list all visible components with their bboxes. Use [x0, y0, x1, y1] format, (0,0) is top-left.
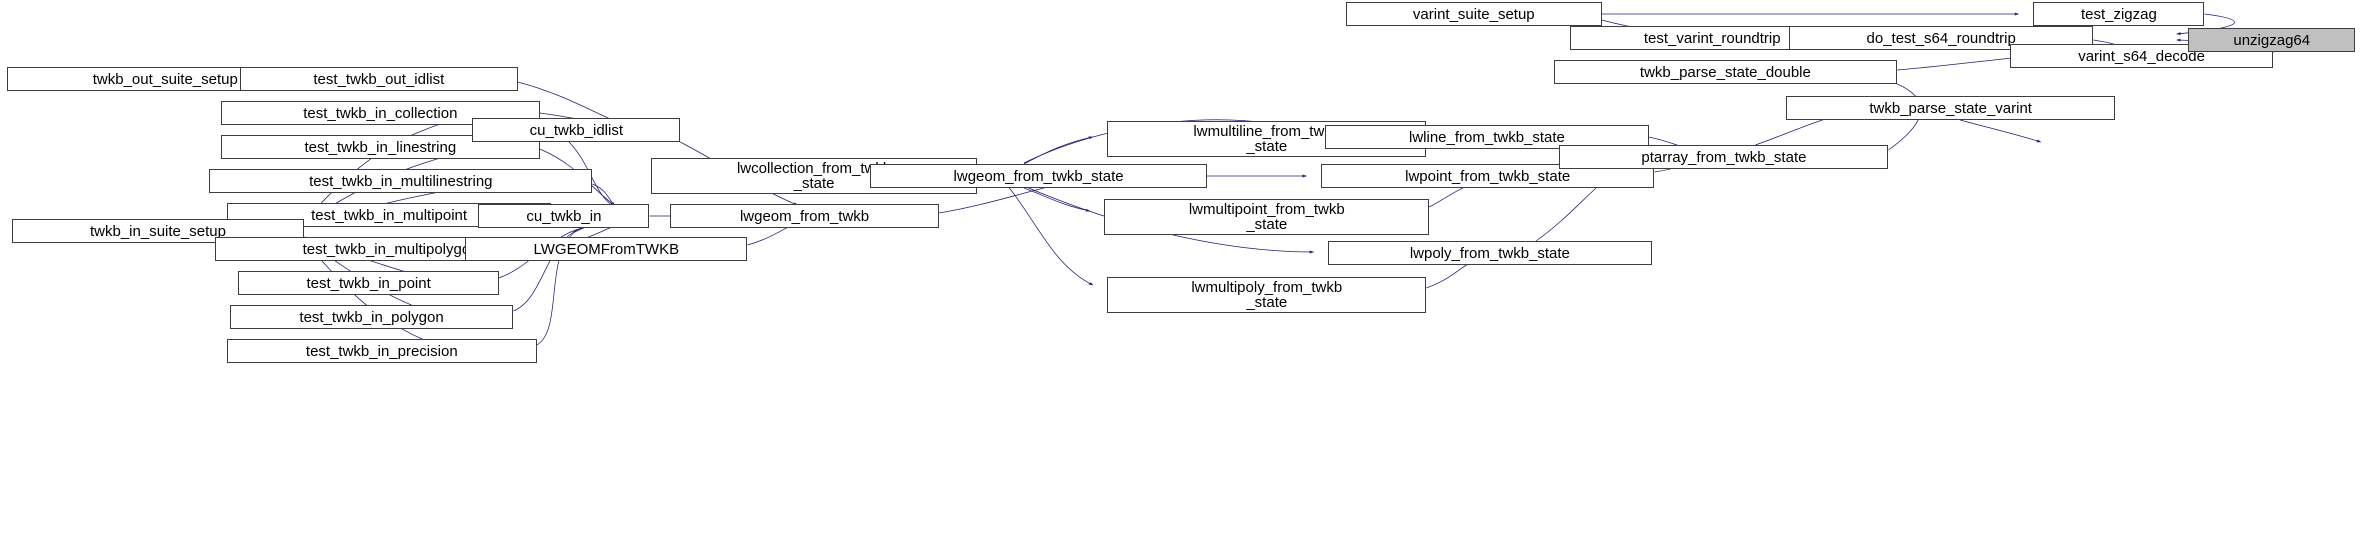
graph-node-label: test_twkb_in_linestring	[304, 138, 457, 156]
graph-node-varint_s64_decode[interactable]: varint_s64_decode	[2009, 44, 2274, 68]
graph-node-label: twkb_in_suite_setup	[90, 222, 226, 240]
graph-node-unzigzag64[interactable]: unzigzag64	[2188, 28, 2356, 52]
graph-node-label: lwline_from_twkb_state	[1409, 128, 1565, 146]
graph-node-label: cu_twkb_in	[526, 207, 602, 225]
graph-node-label: test_zigzag	[2080, 5, 2157, 23]
graph-node-label: test_twkb_in_point	[306, 274, 431, 292]
graph-node-label: test_varint_roundtrip	[1643, 29, 1781, 47]
graph-node-label: lwmultipoint_from_twkb _state	[1188, 201, 1345, 233]
graph-node-lwmultipoint_from_twkb_state[interactable]: lwmultipoint_from_twkb _state	[1104, 199, 1430, 235]
graph-node-test_twkb_in_point[interactable]: test_twkb_in_point	[238, 271, 499, 295]
graph-node-label: lwpoint_from_twkb_state	[1405, 167, 1571, 185]
graph-node-label: test_twkb_in_precision	[305, 342, 458, 360]
graph-node-lwpoly_from_twkb_state[interactable]: lwpoly_from_twkb_state	[1328, 241, 1652, 265]
graph-node-label: twkb_parse_state_double	[1639, 63, 1811, 81]
graph-node-lwgeom_from_twkb_state[interactable]: lwgeom_from_twkb_state	[870, 164, 1207, 188]
graph-node-test_twkb_in_precision[interactable]: test_twkb_in_precision	[226, 339, 537, 363]
graph-node-lwmultipoly_from_twkb_state[interactable]: lwmultipoly_from_twkb _state	[1107, 277, 1427, 313]
graph-node-label: do_test_s64_roundtrip	[1866, 29, 2016, 47]
graph-node-label: ptarray_from_twkb_state	[1641, 148, 1807, 166]
graph-node-label: cu_twkb_idlist	[529, 121, 624, 139]
graph-edge	[1960, 120, 2042, 142]
graph-node-lwline_from_twkb_state[interactable]: lwline_from_twkb_state	[1325, 125, 1649, 149]
graph-node-cu_twkb_in[interactable]: cu_twkb_in	[478, 204, 650, 228]
graph-node-label: lwpoly_from_twkb_state	[1409, 244, 1570, 262]
graph-node-label: twkb_parse_state_varint	[1869, 99, 2032, 117]
graph-node-cu_twkb_idlist[interactable]: cu_twkb_idlist	[472, 118, 681, 142]
graph-node-label: LWGEOMFromTWKB	[533, 240, 680, 258]
graph-node-label: test_twkb_out_idlist	[313, 70, 445, 88]
graph-node-label: test_twkb_in_multipolygon	[302, 240, 479, 258]
graph-node-label: twkb_out_suite_setup	[92, 70, 238, 88]
graph-node-twkb_parse_state_varint[interactable]: twkb_parse_state_varint	[1786, 96, 2116, 120]
graph-node-label: lwgeom_from_twkb	[739, 207, 870, 225]
graph-node-label: test_twkb_in_collection	[303, 104, 458, 122]
graph-node-ptarray_from_twkb_state[interactable]: ptarray_from_twkb_state	[1559, 145, 1889, 169]
graph-node-test_zigzag[interactable]: test_zigzag	[2033, 2, 2205, 26]
graph-node-label: unzigzag64	[2233, 31, 2311, 49]
graph-node-test_twkb_in_linestring[interactable]: test_twkb_in_linestring	[220, 135, 540, 159]
graph-node-label: test_twkb_in_multilinestring	[309, 172, 493, 190]
graph-node-twkb_parse_state_double[interactable]: twkb_parse_state_double	[1553, 60, 1898, 84]
graph-node-test_twkb_in_polygon[interactable]: test_twkb_in_polygon	[229, 305, 514, 329]
graph-node-label: varint_suite_setup	[1412, 5, 1535, 23]
graph-node-label: lwgeom_from_twkb_state	[953, 167, 1124, 185]
graph-edge	[1024, 188, 1091, 212]
graph-node-label: lwmultiline_from_twkb _state	[1193, 123, 1341, 155]
graph-node-lwpoint_from_twkb_state[interactable]: lwpoint_from_twkb_state	[1320, 164, 1655, 188]
graph-edge	[1024, 186, 1315, 254]
graph-node-label: test_twkb_in_polygon	[299, 308, 444, 326]
graph-node-varint_suite_setup[interactable]: varint_suite_setup	[1345, 2, 1602, 26]
graph-node-test_twkb_in_multilinestring[interactable]: test_twkb_in_multilinestring	[209, 169, 593, 193]
graph-node-lwgeom_from_twkb[interactable]: lwgeom_from_twkb	[669, 204, 940, 228]
graph-node-LWGEOMFromTWKB[interactable]: LWGEOMFromTWKB	[465, 237, 748, 261]
graph-node-label: lwmultipoly_from_twkb _state	[1191, 279, 1343, 311]
graph-node-label: lwcollection_from_twkb _state	[736, 160, 892, 192]
graph-edge	[1024, 136, 1094, 164]
graph-node-label: varint_s64_decode	[2078, 47, 2205, 65]
graph-edge	[1009, 188, 1094, 285]
graph-node-test_twkb_out_idlist[interactable]: test_twkb_out_idlist	[239, 67, 518, 91]
graph-node-label: test_twkb_in_multipoint	[311, 206, 468, 224]
